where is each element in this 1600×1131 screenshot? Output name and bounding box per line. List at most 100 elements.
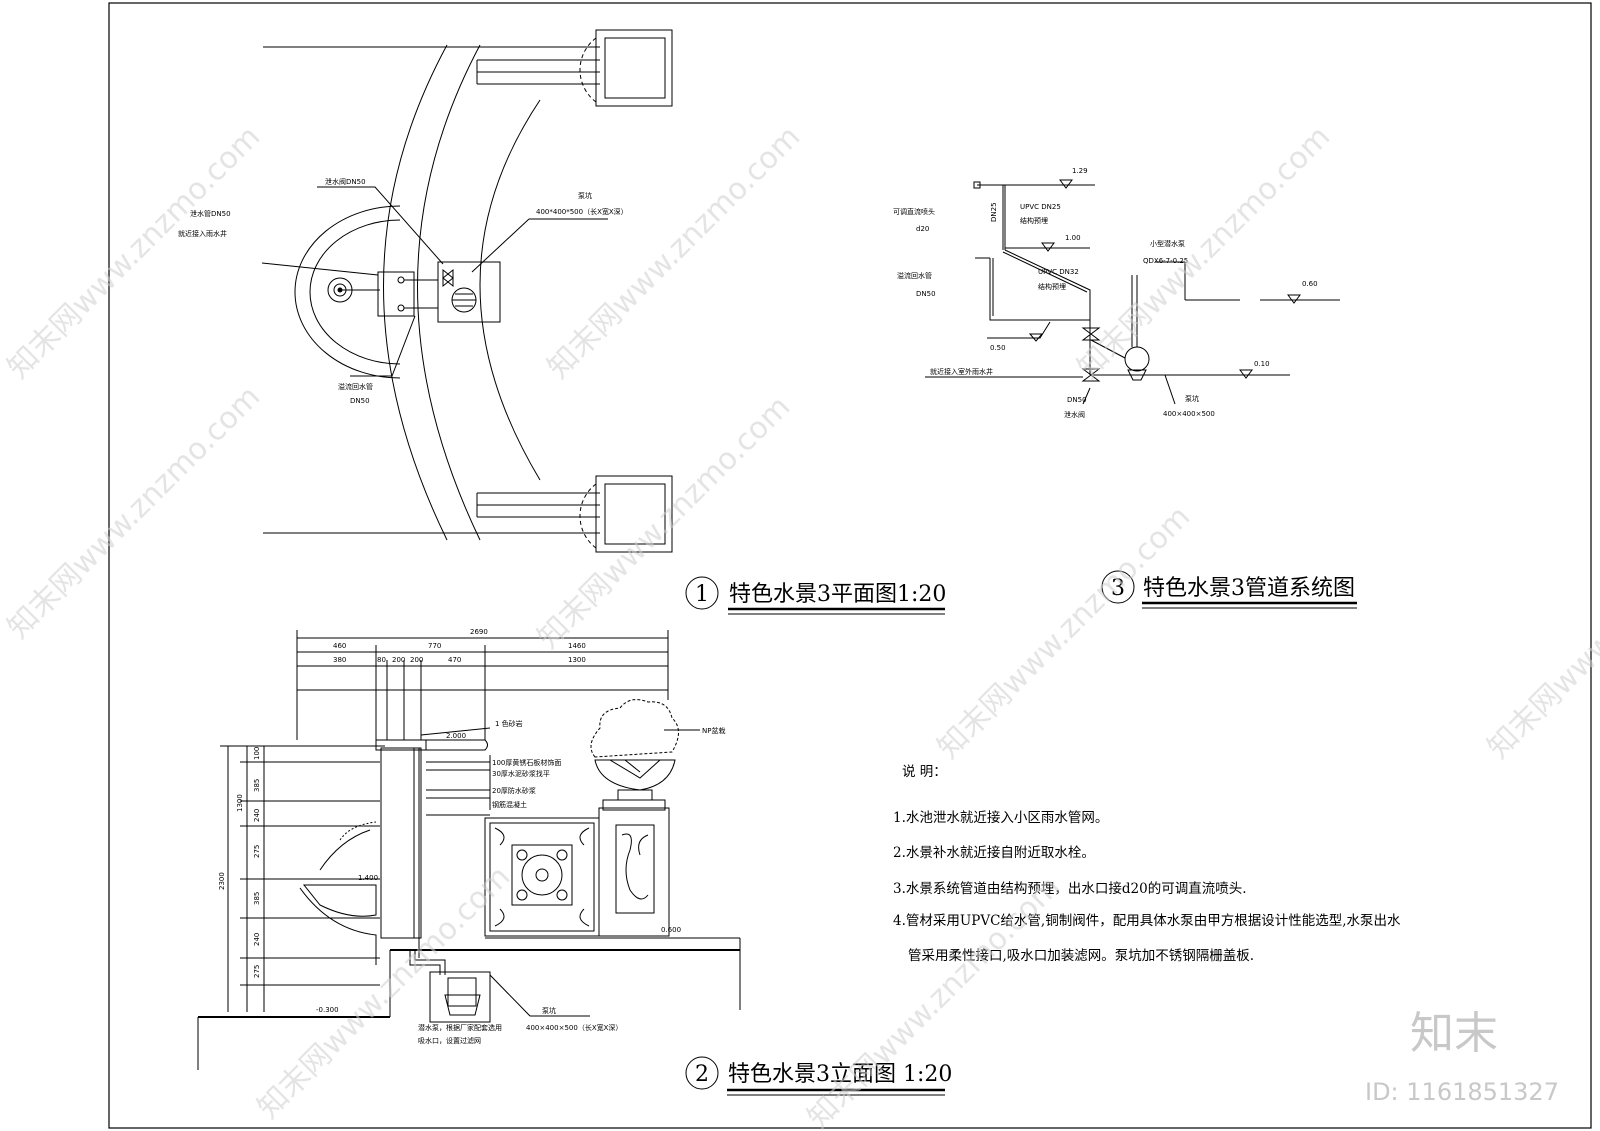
dim-left-1300: 1300	[236, 794, 244, 812]
elev-label-pit-1: 泵坑	[542, 1006, 556, 1015]
watermark-text-9: 知末网www.znzmo.com	[801, 869, 1067, 1131]
elevation-pump-pit	[429, 971, 491, 1023]
plan-pump-pit	[437, 261, 501, 323]
plan-view	[261, 29, 673, 553]
dim-left-275a: 275	[253, 845, 261, 858]
piping-valve-1: DN50	[1067, 396, 1087, 404]
elev-label-layer-4: 钢筋混凝土	[492, 800, 527, 809]
leader-overflow-return	[350, 315, 416, 377]
piping-title-number-circle	[1101, 570, 1135, 604]
elevation-labels: 1 色砂岩 2.000 100厚黄锈石板材饰面 30厚水泥砂浆找平 20厚防水砂…	[316, 719, 725, 1045]
watermark-brand: 知末	[1410, 1008, 1498, 1059]
plan-pillar-top	[595, 29, 673, 107]
elevation-title: 特色水景3立面图 1:20	[728, 1062, 952, 1087]
note-item-1: 1.水池泄水就近接入小区雨水管网。	[893, 809, 1108, 826]
plan-title-block: 1 特色水景3平面图1:20	[685, 576, 946, 615]
elev-label-stone: 1 色砂岩	[495, 719, 523, 728]
plan-labels: 泄水阀DN50 泄水管DN50 就近接入雨水井 泵坑 400*400*500（长…	[178, 177, 628, 405]
watermark-text-3: 知末网www.znzmo.com	[541, 119, 807, 385]
piping-title-number: 3	[1111, 576, 1125, 601]
piping-elev-050: 0.50	[990, 344, 1006, 352]
dim-left-2300: 2300	[218, 872, 226, 890]
note-item-2: 2.水景补水就近接自附近取水栓。	[893, 844, 1095, 861]
elevation-title-number-circle	[685, 1056, 719, 1090]
piping-valve-upper	[1081, 327, 1101, 341]
dim-2690: 2690	[470, 628, 488, 636]
elev-label-pit-2: 400×400×500（长X宽X深）	[526, 1023, 622, 1032]
dim-left-385b: 385	[253, 892, 261, 905]
notes-heading: 说 明：	[902, 764, 947, 780]
piping-upvc25-1: UPVC DN25	[1020, 203, 1061, 211]
elevation-view	[197, 630, 741, 1070]
piping-elev-010: 0.10	[1254, 360, 1270, 368]
notes-block: 说 明： 1.水池泄水就近接入小区雨水管网。 2.水景补水就近接自附近取水栓。 …	[893, 764, 1401, 964]
watermark-text-5: 知末网www.znzmo.com	[1071, 119, 1337, 385]
leader-pump-pit	[471, 218, 530, 273]
elevation-basin	[302, 884, 377, 917]
piping-title-block: 3 特色水景3管道系统图	[1101, 570, 1357, 609]
watermark-layer: 知末网www.znzmo.com 知末网www.znzmo.com 知末网www…	[1, 119, 1600, 1131]
dim-left-240b: 240	[253, 933, 261, 946]
elev-label-pump-note-2: 吸水口，设置过滤网	[418, 1036, 481, 1045]
piping-upvc32-1: UPVC DN32	[1038, 268, 1079, 276]
note-item-5: 管采用柔性接口,吸水口加装滤网。泵坑加不锈钢隔栅盖板.	[908, 947, 1254, 964]
elevation-dimension-labels: 2690 460 770 1460 380 80 200 200 470 130…	[218, 628, 586, 978]
piping-elev-129: 1.29	[1072, 167, 1088, 175]
piping-upvc25-2: 结构预埋	[1020, 216, 1048, 225]
elev-label-layer-1: 100厚黄锈石板材饰面	[492, 758, 561, 767]
dim-460: 460	[333, 642, 346, 650]
label-overflow-valve: 泄水阀DN50	[325, 177, 366, 186]
elev-label-planter: NP盆栽	[702, 726, 725, 735]
piping-upvc32-2: 结构预埋	[1038, 282, 1066, 291]
plan-title-number-circle	[685, 576, 719, 610]
sheet-border	[108, 2, 1592, 1129]
elev-label-0600: 0.600	[661, 926, 681, 934]
label-overflow-return-2: DN50	[350, 397, 370, 405]
elev-label-layer-3: 20厚防水砂浆	[492, 786, 536, 795]
elevation-pillar	[598, 807, 670, 937]
dim-left-385a: 385	[253, 779, 261, 792]
plan-wall-outer-arc	[383, 44, 448, 541]
watermark-text-6: 知末网www.znzmo.com	[931, 499, 1197, 765]
dim-770: 770	[428, 642, 441, 650]
piping-valve-lower	[1081, 368, 1101, 382]
dim-1300: 1300	[568, 656, 586, 664]
dim-left-240a: 240	[253, 809, 261, 822]
label-drain-pipe-1: 泄水管DN50	[190, 209, 231, 218]
watermark-text-8: 知末网www.znzmo.com	[251, 859, 517, 1125]
piping-title: 特色水景3管道系统图	[1143, 576, 1355, 601]
watermark-text-7: 知末网www.znzmo.com	[1481, 499, 1600, 765]
piping-elev-100: 1.00	[1065, 234, 1081, 242]
watermark-text-2: 知末网www.znzmo.com	[1, 379, 267, 645]
plan-title-number: 1	[695, 582, 709, 607]
leader-drain-pipe	[261, 262, 379, 276]
dim-200b: 200	[410, 656, 423, 664]
plan-title: 特色水景3平面图1:20	[729, 582, 946, 607]
label-pump-pit-1: 泵坑	[578, 191, 592, 200]
watermark-id: ID: 1161851327	[1365, 1078, 1559, 1106]
piping-pump-1: 小型潜水泵	[1150, 239, 1185, 248]
label-drain-pipe-2: 就近接入雨水井	[178, 229, 227, 238]
dim-left-100: 100	[253, 747, 261, 760]
elevation-title-number: 2	[695, 1062, 709, 1087]
piping-overflow-2: DN50	[916, 290, 936, 298]
piping-pit-1: 泵坑	[1185, 394, 1199, 403]
elev-label-2000: 2.000	[446, 732, 466, 740]
note-item-3: 3.水景系统管道由结构预埋，出水口接d20的可调直流喷头.	[893, 880, 1247, 897]
piping-nozzle-2: d20	[916, 225, 929, 233]
plan-wall-inner-arc	[417, 44, 481, 541]
plan-pipe-box	[377, 271, 415, 317]
dim-left-275b: 275	[253, 965, 261, 978]
piping-dn25: DN25	[990, 202, 998, 222]
plan-pillar-bottom	[595, 475, 673, 553]
dim-380: 380	[333, 656, 346, 664]
elev-label-pump-note-1: 潜水泵，根据厂家配套选用	[418, 1023, 502, 1032]
watermark-text-4: 知末网www.znzmo.com	[531, 389, 797, 655]
dim-80: 80	[377, 656, 386, 664]
piping-elev-060: 0.60	[1302, 280, 1318, 288]
piping-diagram	[925, 179, 1340, 405]
elev-label-m0300: -0.300	[316, 1006, 339, 1014]
plan-basin	[294, 205, 401, 379]
elev-label-1400: 1.400	[358, 874, 378, 882]
